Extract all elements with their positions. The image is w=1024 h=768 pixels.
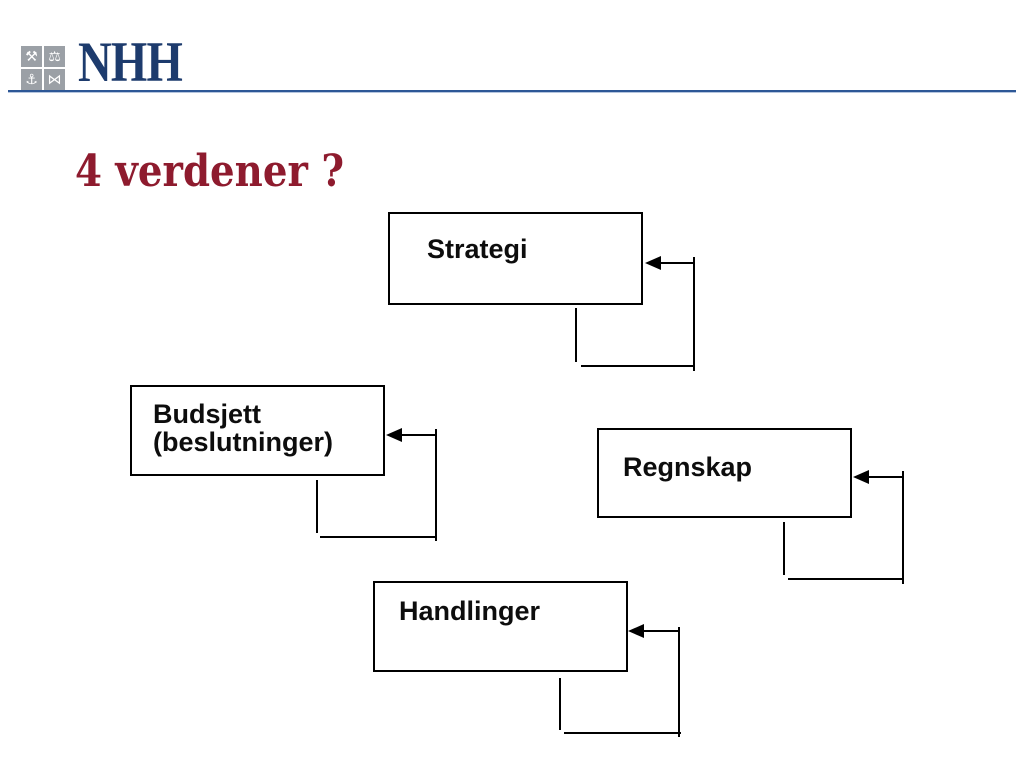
diagram-box-handlinger: Handlinger [373,581,628,672]
diagram-box-label: Budsjett (beslutninger) [153,399,333,458]
anchor-icon: ⚓ [21,69,42,90]
crossed-hammers-icon: ⚒ [21,46,42,67]
slide-title: 4 verdener ? [75,146,345,198]
crossed-fish-icon: ⋈ [44,69,65,90]
diagram-box-strategi: Strategi [388,212,643,305]
nhh-emblem: ⚒ ⚖ ⚓ ⋈ [21,46,65,90]
diagram-box-label: Handlinger [399,596,541,626]
diagram-box-regnskap: Regnskap [597,428,852,518]
header-divider [8,90,1016,92]
loop-regnskap-arrowhead-left-icon [853,470,869,484]
loop-strategi-arrowhead-left-icon [645,256,661,270]
scales-icon: ⚖ [44,46,65,67]
loop-handlinger-arrowhead-left-icon [628,624,644,638]
nhh-wordmark: NHH [78,31,183,94]
loop-budsjett-arrowhead-left-icon [386,428,402,442]
diagram-box-label: Strategi [427,234,528,264]
diagram-box-label: Regnskap [623,452,753,482]
diagram-box-budsjett: Budsjett (beslutninger) [130,385,385,476]
